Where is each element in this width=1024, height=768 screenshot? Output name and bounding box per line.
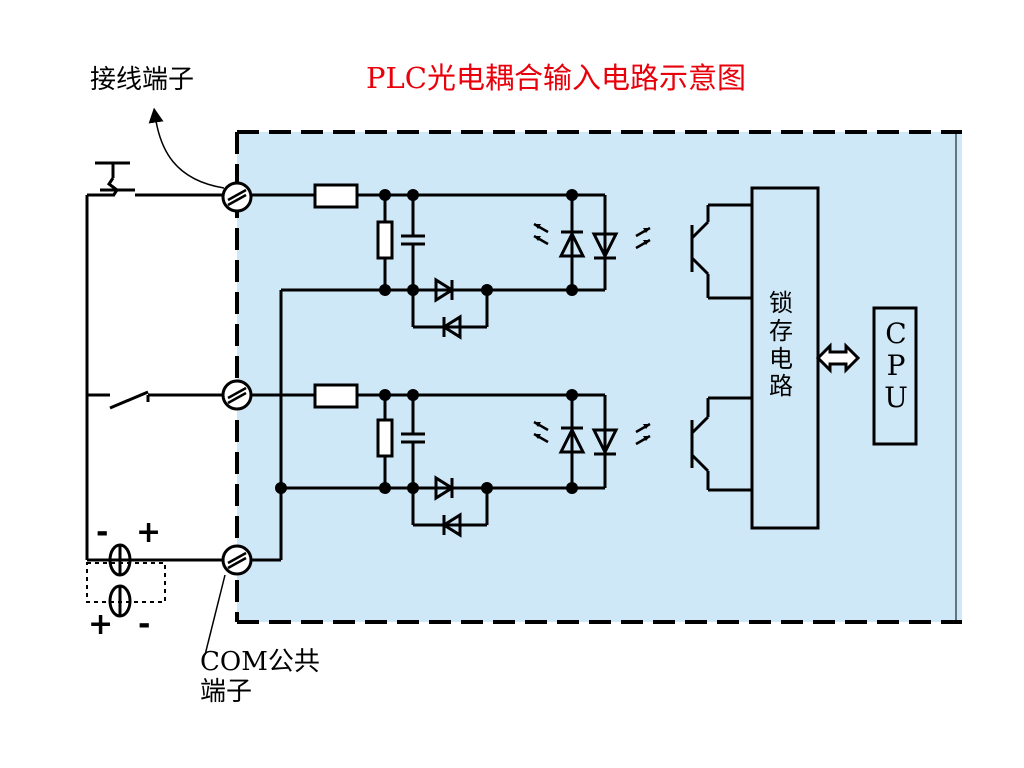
external-wiring xyxy=(85,193,224,603)
cpu-label: C P U xyxy=(884,317,908,415)
plc-module-box xyxy=(237,132,962,622)
input-channel-1 xyxy=(251,183,607,329)
terminal-label: 接线端子 xyxy=(90,65,195,95)
phototransistors xyxy=(690,203,752,492)
terminal-pointer xyxy=(148,107,225,189)
latch-circuit-label: 锁 存 电 路 xyxy=(769,289,793,401)
com-pointer xyxy=(204,574,226,656)
toggle-switch xyxy=(109,390,150,410)
input-channel-2 xyxy=(251,383,607,527)
power-top-plus-sign: + xyxy=(136,515,162,550)
power-bottom-plus-sign: + xyxy=(88,607,114,642)
diagram-title: PLC光电耦合输入电路示意图 xyxy=(366,61,746,95)
module-dashed-border xyxy=(235,130,962,624)
com-terminal-label: COM公共 端子 xyxy=(200,647,320,707)
cpu-box xyxy=(872,306,918,446)
power-top-minus-sign: - xyxy=(96,515,109,550)
push-button-switch xyxy=(95,161,135,197)
data-bus-arrow xyxy=(815,342,861,374)
power-source xyxy=(108,543,132,618)
power-bottom-minus-sign: - xyxy=(138,607,151,642)
